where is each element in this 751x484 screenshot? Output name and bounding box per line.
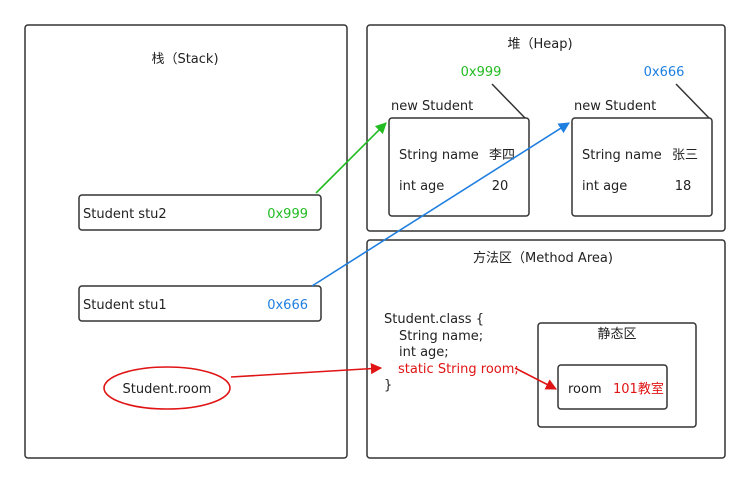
heap-object-2-header: new Student	[574, 99, 656, 114]
stack-panel: 栈（Stack) Student stu2 0x999 Student stu1…	[24, 24, 348, 459]
heap-object-2-pointer-line	[675, 83, 710, 119]
stack-var-stu2: Student stu2 0x999	[78, 194, 322, 231]
static-room-field: room	[568, 382, 602, 397]
student-room-label: Student.room	[123, 382, 212, 397]
heap-object-1-field-age-label: int age	[399, 179, 444, 194]
method-area-title: 方法区（Method Area)	[473, 250, 613, 266]
static-room-box	[557, 364, 668, 410]
class-line-3: int age;	[399, 345, 449, 360]
heap-object-2-addr: 0x666	[644, 65, 685, 80]
heap-object-2-field-name-label: String name	[582, 148, 662, 163]
static-area: 静态区 room 101教室	[537, 322, 697, 428]
heap-object-1: 0x999 new Student String name 李四 int age…	[388, 65, 530, 217]
heap-object-1-field-name-value: 李四	[489, 148, 515, 163]
stack-var-stu1-box	[78, 285, 322, 322]
static-area-title: 静态区	[597, 327, 636, 342]
stu1-to-heap-arrow	[311, 122, 570, 287]
stack-var-stu1: Student stu1 0x666	[78, 285, 322, 322]
room-to-method-area-arrow	[230, 363, 383, 378]
stack-var-stu2-name: Student stu2	[83, 207, 167, 222]
class-line-2: String name;	[399, 329, 483, 344]
class-line-1: Student.class {	[384, 312, 484, 327]
stack-title: 栈（Stack)	[151, 52, 218, 67]
heap-object-1-pointer-line	[491, 83, 526, 119]
heap-object-2-field-age-label: int age	[582, 179, 627, 194]
student-room-ellipse: Student.room	[103, 366, 231, 410]
stack-border	[24, 24, 348, 459]
stack-var-stu2-addr: 0x999	[267, 207, 308, 222]
heap-object-1-header: new Student	[391, 99, 473, 114]
heap-object-1-box	[388, 117, 530, 217]
student-room-ellipse-shape	[103, 366, 231, 410]
stack-var-stu1-addr: 0x666	[267, 298, 308, 313]
heap-object-2-box	[571, 117, 713, 217]
heap-title: 堆（Heap)	[507, 37, 572, 52]
stack-var-stu2-box	[78, 194, 322, 231]
heap-object-1-field-name-label: String name	[399, 148, 479, 163]
heap-object-1-field-age-value: 20	[492, 179, 509, 194]
heap-object-2: 0x666 new Student String name 张三 int age…	[571, 65, 713, 217]
heap-object-2-field-name-value: 张三	[672, 148, 698, 163]
stu2-to-heap-arrow	[315, 122, 387, 194]
method-area-panel: 方法区（Method Area) Student.class { String …	[366, 239, 726, 459]
class-line-5: }	[384, 378, 392, 393]
static-room-value: 101教室	[613, 381, 664, 397]
heap-panel: 堆（Heap) 0x999 new Student String name 李四…	[366, 24, 726, 232]
class-definition: Student.class { String name; int age; st…	[384, 312, 519, 393]
class-line-4-static: static String room;	[398, 362, 519, 377]
heap-object-2-field-age-value: 18	[675, 179, 692, 194]
static-to-static-area-arrow	[514, 367, 557, 390]
stack-var-stu1-name: Student stu1	[83, 298, 167, 313]
heap-object-1-addr: 0x999	[461, 65, 502, 80]
